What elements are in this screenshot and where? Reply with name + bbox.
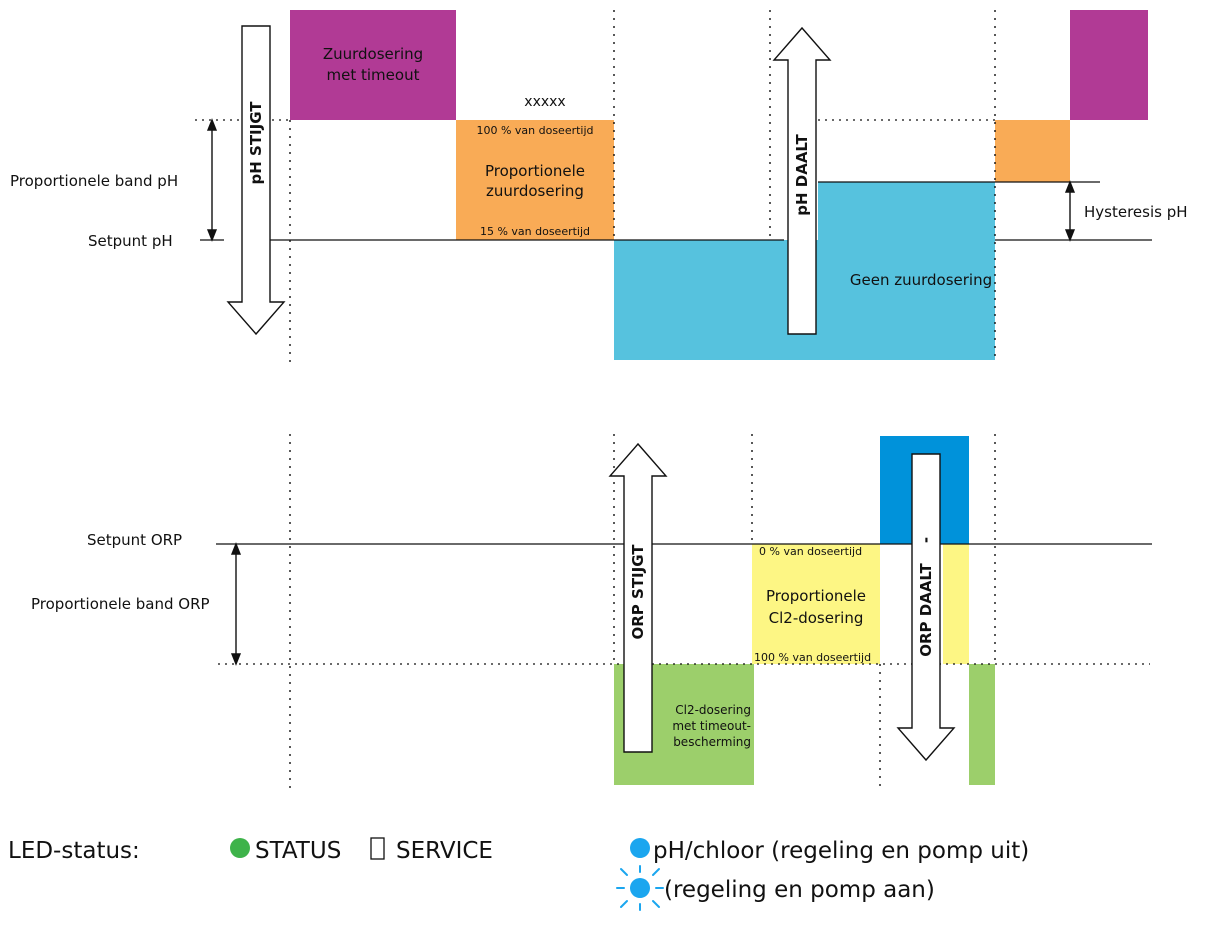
led-legend: LED-status: STATUS SERVICE pH/chloor (re… — [8, 837, 1029, 911]
ph-band-label: Proportionele band pH — [10, 172, 178, 190]
ph-chlorine-led-icon — [630, 838, 650, 858]
orp-proportional-line2: Cl2-dosering — [769, 609, 864, 627]
acid-timeout-zone — [290, 10, 456, 120]
ph-section: Proportionele band pH Setpunt pH Hystere… — [10, 10, 1188, 362]
ph-rising-arrow — [226, 25, 286, 336]
ph-hysteresis-label: Hysteresis pH — [1084, 203, 1188, 221]
cl2-timeout-line1: Cl2-dosering — [675, 703, 751, 717]
ph-rising-label: pH STIJGT — [247, 101, 265, 185]
ph-falling-arrow — [772, 26, 832, 335]
ph-placeholder: xxxxx — [524, 94, 565, 110]
orp-rising-arrow — [608, 442, 668, 753]
orp-section: Setpunt ORP Proportionele band ORP ORP S… — [31, 434, 1152, 788]
cl2-timeout-line3: bescherming — [673, 735, 751, 749]
legend-ph-chlorine-off: pH/chloor (regeling en pomp uit) — [653, 838, 1029, 864]
orp-dose-0: 0 % van doseertijd — [759, 545, 862, 558]
orp-band-label: Proportionele band ORP — [31, 595, 210, 613]
orp-setpoint-label: Setpunt ORP — [87, 531, 182, 549]
ph-hysteresis-arrow — [1064, 180, 1076, 242]
acid-timeout-line1: Zuurdosering — [323, 45, 423, 63]
cl2-timeout-zone-right — [969, 664, 995, 785]
legend-service: SERVICE — [396, 838, 493, 864]
orp-falling-label: ORP DAALT — [917, 562, 935, 656]
orp-proportional-zone-right — [943, 544, 969, 664]
proportional-acid-zone-right — [995, 120, 1070, 182]
acid-timeout-line2: met timeout — [327, 66, 420, 84]
orp-proportional-zone — [752, 544, 880, 664]
legend-title: LED-status: — [8, 838, 140, 864]
proportional-acid-zone — [456, 120, 614, 240]
ph-proportional-line1: Proportionele — [485, 162, 585, 180]
ph-band-arrow — [206, 118, 218, 242]
legend-control-on: (regeling en pomp aan) — [664, 877, 935, 903]
orp-falling-arrow — [896, 453, 956, 762]
service-led-icon — [370, 837, 385, 860]
acid-timeout-zone-right — [1070, 10, 1148, 120]
orp-falling-dash: - — [917, 537, 935, 543]
ph-dose-15: 15 % van doseertijd — [480, 225, 590, 238]
ph-falling-label: pH DAALT — [793, 133, 811, 215]
status-led-icon — [230, 838, 250, 858]
ph-dose-100: 100 % van doseertijd — [476, 124, 593, 137]
blinking-led-icon — [616, 865, 664, 911]
orp-dose-100: 100 % van doseertijd — [754, 651, 871, 664]
no-acid-zone-high — [818, 182, 995, 240]
orp-rising-label: ORP STIJGT — [629, 544, 647, 640]
ph-proportional-line2: zuurdosering — [486, 182, 584, 200]
orp-band-arrow — [230, 542, 242, 666]
orp-proportional-line1: Proportionele — [766, 587, 866, 605]
ph-setpoint-label: Setpunt pH — [88, 232, 173, 250]
no-acid-label: Geen zuurdosering — [850, 271, 992, 289]
legend-status: STATUS — [255, 838, 341, 864]
cl2-timeout-line2: met timeout- — [672, 719, 751, 733]
